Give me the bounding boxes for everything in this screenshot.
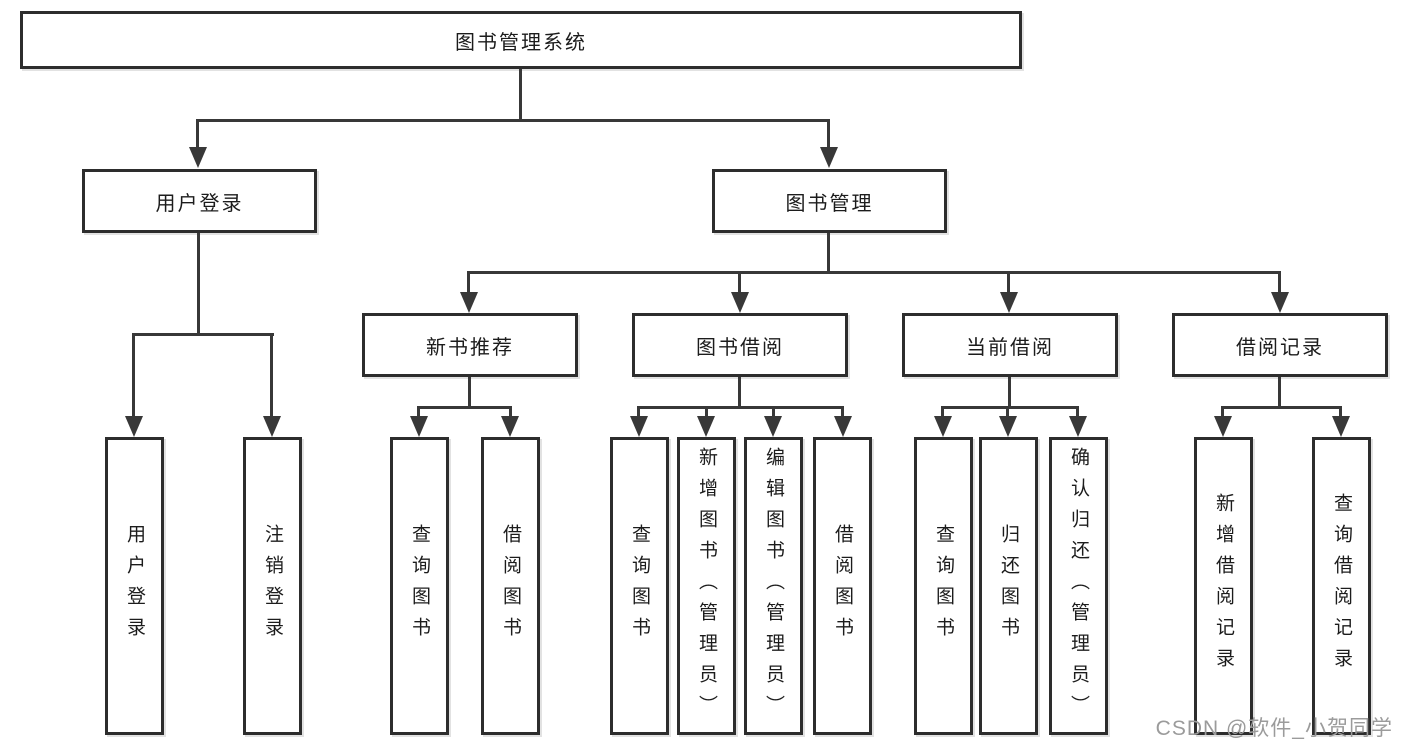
node-new-book-recommend: 新书推荐 [362,313,578,377]
connector [1006,406,1009,418]
connector [1221,406,1224,418]
arrowhead-icon [125,416,143,437]
node-borrow-edit-book: 编辑图书（管理员） [744,437,803,735]
arrowhead-icon [834,416,852,437]
arrowhead-icon [630,416,648,437]
arrowhead-icon [731,292,749,313]
connector [467,271,1281,274]
node-borrow-borrow-book: 借阅图书 [813,437,872,735]
node-record-add: 新增借阅记录 [1194,437,1253,735]
arrowhead-icon [410,416,428,437]
connector [738,271,741,293]
arrowhead-icon [1069,416,1087,437]
connector [1221,406,1342,409]
node-borrow-record: 借阅记录 [1172,313,1388,377]
csdn-watermark: CSDN @软件_小贺同学 [1155,717,1393,740]
connector [509,406,512,418]
arrowhead-icon [1000,292,1018,313]
arrowhead-icon [934,416,952,437]
connector [841,406,844,418]
node-current-return-book: 归还图书 [979,437,1038,735]
connector [1339,406,1342,418]
connector [270,333,273,417]
connector [827,119,830,151]
connector [196,119,199,151]
connector [1076,406,1079,418]
node-book-borrow: 图书借阅 [632,313,848,377]
arrowhead-icon [820,147,838,168]
connector [827,233,830,273]
connector [417,406,512,409]
connector [197,233,200,335]
connector [637,406,640,418]
arrowhead-icon [999,416,1017,437]
connector [637,406,844,409]
node-current-query-book: 查询图书 [914,437,973,735]
node-user-login: 用户登录 [82,169,317,233]
connector [1278,377,1281,409]
connector [941,406,944,418]
node-book-management: 图书管理 [712,169,947,233]
connector [705,406,708,418]
connector [738,377,741,409]
arrowhead-icon [501,416,519,437]
node-current-confirm-return: 确认归还（管理员） [1049,437,1108,735]
node-record-query: 查询借阅记录 [1312,437,1371,735]
connector [196,119,830,122]
connector [941,406,1079,409]
connector [132,333,274,336]
arrowhead-icon [1271,292,1289,313]
connector [772,406,775,418]
arrowhead-icon [263,416,281,437]
node-logout: 注销登录 [243,437,302,735]
connector [467,271,470,293]
arrowhead-icon [697,416,715,437]
node-user-login-leaf: 用户登录 [105,437,164,735]
connector [1007,271,1010,293]
node-recommend-query-book: 查询图书 [390,437,449,735]
arrowhead-icon [1214,416,1232,437]
node-current-borrow: 当前借阅 [902,313,1118,377]
arrowhead-icon [764,416,782,437]
node-library-management-system: 图书管理系统 [20,11,1022,69]
arrowhead-icon [460,292,478,313]
connector [519,69,522,120]
arrowhead-icon [189,147,207,168]
node-recommend-borrow-book: 借阅图书 [481,437,540,735]
connector [1008,377,1011,409]
connector [1278,271,1281,293]
connector [132,333,135,417]
node-borrow-add-book: 新增图书（管理员） [677,437,736,735]
arrowhead-icon [1332,416,1350,437]
connector [468,377,471,409]
node-borrow-query-book: 查询图书 [610,437,669,735]
connector [417,406,420,418]
